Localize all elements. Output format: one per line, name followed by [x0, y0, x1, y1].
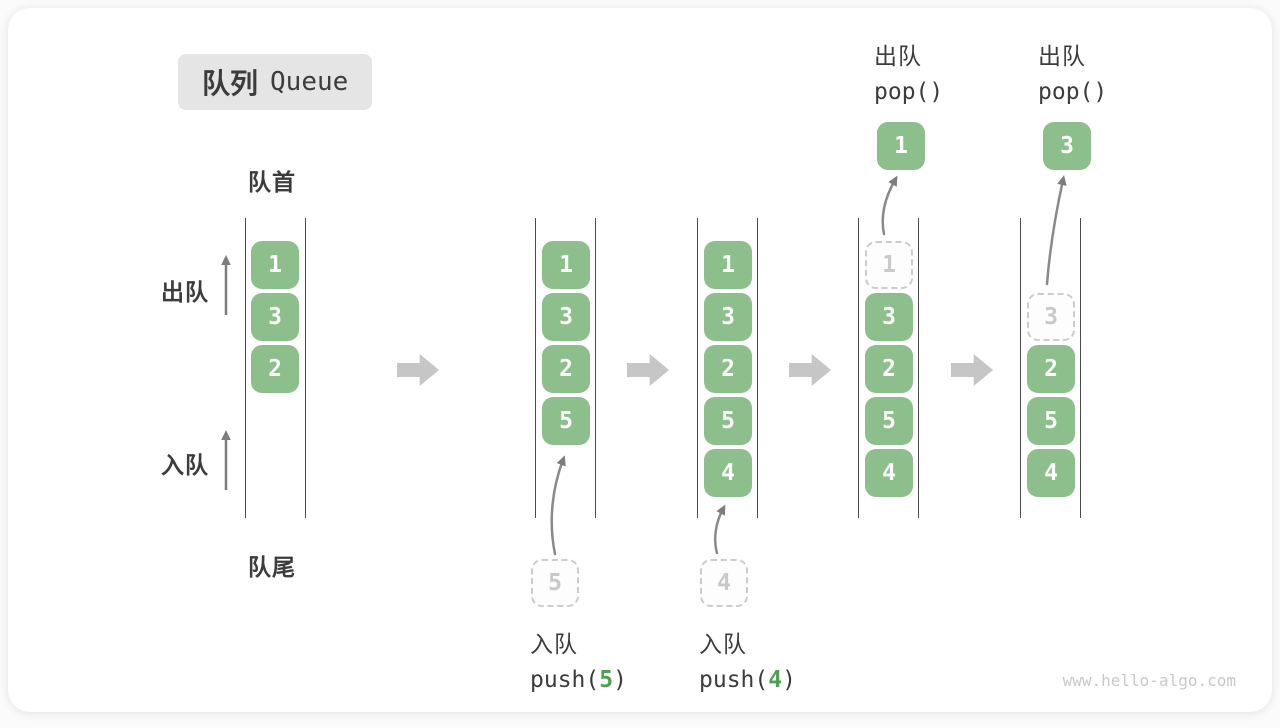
- push-code-post: ): [782, 667, 796, 693]
- queue-tube-2: [535, 218, 596, 518]
- diagram-card: 队列 Queue 队首 队尾 出队 入队 1 3 2 1 3 2 5 5 1 3…: [8, 8, 1272, 712]
- right-arrow-icon: [397, 354, 439, 386]
- push-code-arg: 5: [599, 667, 614, 693]
- push-label-code: push(5): [530, 662, 627, 698]
- queue2-element: 1: [542, 241, 590, 289]
- queue2-element: 5: [542, 397, 590, 445]
- queue5-popped-element: 3: [1043, 122, 1091, 170]
- watermark: www.hello-algo.com: [1062, 671, 1236, 690]
- right-arrow-icon: [789, 354, 831, 386]
- queue3-element: 2: [704, 345, 752, 393]
- queue2-push-label: 入队 push(5): [530, 626, 627, 698]
- queue2-element: 3: [542, 293, 590, 341]
- queue5-pop-label: 出队 pop(): [1038, 38, 1107, 110]
- right-arrow-icon: [627, 354, 669, 386]
- label-dequeue: 出队: [161, 279, 209, 305]
- label-enqueue: 入队: [161, 452, 209, 478]
- pop-label-zh: 出队: [1038, 43, 1086, 69]
- queue3-push-label: 入队 push(4): [699, 626, 796, 698]
- queue1-element: 1: [251, 241, 299, 289]
- queue2-incoming-ghost: 5: [531, 559, 579, 607]
- queue4-element: 5: [865, 397, 913, 445]
- queue2-element: 2: [542, 345, 590, 393]
- pop-label-code: pop(): [1038, 79, 1108, 105]
- queue4-element: 3: [865, 293, 913, 341]
- queue-tube-5: [1020, 218, 1081, 518]
- queue3-element: 4: [704, 449, 752, 497]
- push-label-zh: 入队: [699, 631, 747, 657]
- queue4-pop-label: 出队 pop(): [874, 38, 943, 110]
- push-code-pre: push(: [530, 667, 600, 693]
- push-code-arg: 4: [768, 667, 783, 693]
- queue-tube-1: [245, 218, 306, 518]
- queue3-element: 3: [704, 293, 752, 341]
- label-queue-front: 队首: [248, 169, 296, 195]
- pop-label-code: pop(): [874, 79, 944, 105]
- queue-tube-3: [697, 218, 758, 518]
- queue1-element: 3: [251, 293, 299, 341]
- label-queue-rear: 队尾: [248, 554, 296, 580]
- title-en: Queue: [270, 67, 349, 97]
- queue5-element: 5: [1027, 397, 1075, 445]
- right-arrow-icon: [951, 354, 993, 386]
- queue-tube-4: [858, 218, 919, 518]
- queue5-popped-ghost: 3: [1027, 293, 1075, 341]
- queue4-popped-element: 1: [877, 122, 925, 170]
- push-label-code: push(4): [699, 662, 796, 698]
- push-code-pre: push(: [699, 667, 769, 693]
- pop-label-zh: 出队: [874, 43, 922, 69]
- queue3-incoming-ghost: 4: [700, 559, 748, 607]
- queue3-element: 1: [704, 241, 752, 289]
- queue4-popped-ghost: 1: [865, 241, 913, 289]
- queue4-element: 2: [865, 345, 913, 393]
- queue3-element: 5: [704, 397, 752, 445]
- queue5-element: 4: [1027, 449, 1075, 497]
- title-zh: 队列: [202, 68, 259, 99]
- push-label-zh: 入队: [530, 631, 578, 657]
- push-code-post: ): [613, 667, 627, 693]
- queue5-element: 2: [1027, 345, 1075, 393]
- queue1-element: 2: [251, 345, 299, 393]
- queue4-element: 4: [865, 449, 913, 497]
- title-box: 队列 Queue: [178, 54, 373, 110]
